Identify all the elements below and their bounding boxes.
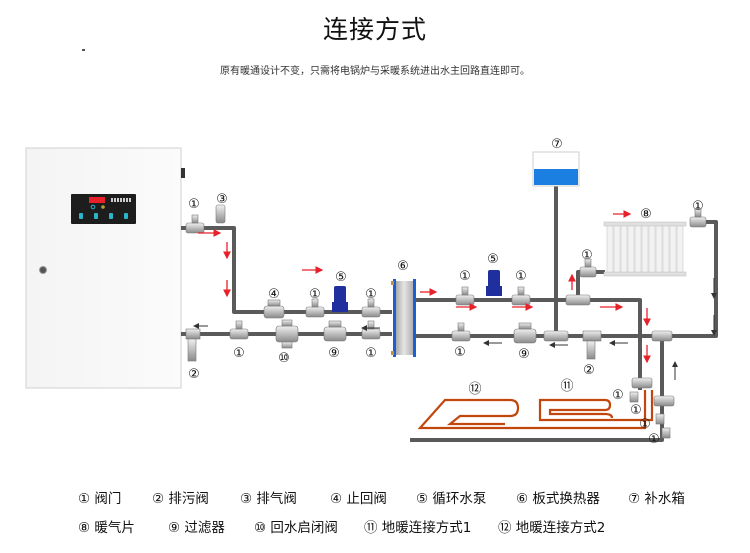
panel-button	[94, 213, 98, 219]
callout: ⑦	[551, 137, 563, 152]
tank-water-level	[534, 169, 578, 185]
callout: ①	[612, 388, 624, 403]
filter-icon	[323, 320, 347, 342]
callout: ①	[365, 287, 377, 302]
callout: ⑤	[487, 252, 499, 267]
callout: ①	[309, 287, 321, 302]
valve-icon	[305, 298, 325, 318]
flow-arrows-black	[193, 278, 717, 380]
valve-icon	[451, 322, 471, 342]
legend-item-heat-exchanger: ⑥ 板式换热器	[516, 491, 600, 507]
callout: ①	[515, 269, 527, 284]
temperature-display	[89, 197, 105, 203]
pump-icon	[332, 286, 348, 312]
valve-icon	[185, 214, 205, 234]
callout: ⑩	[278, 351, 290, 366]
valve-icon	[361, 298, 381, 318]
valve-icon	[229, 320, 249, 340]
callout: ①	[692, 199, 704, 214]
callout: ①	[454, 345, 466, 360]
circulation-pumps	[332, 270, 502, 312]
valves	[185, 204, 707, 439]
manifold-icon	[631, 377, 653, 389]
drain-valve-icon	[185, 328, 201, 362]
valve-icon	[579, 258, 597, 278]
tee-fitting-icon	[651, 330, 673, 342]
door-lock-icon	[39, 266, 47, 274]
panel-button	[79, 213, 83, 219]
tee-fitting-icon	[543, 330, 569, 342]
valve-icon	[661, 427, 671, 439]
panel-button	[109, 213, 113, 219]
legend-item-drain-valve: ② 排污阀	[152, 491, 209, 507]
callout: ⑤	[335, 270, 347, 285]
valve-icon	[455, 286, 475, 306]
legend-item-return-valve: ⑩ 回水启闭阀	[254, 520, 338, 536]
callout: ②	[188, 367, 200, 382]
return-valve-icon	[275, 319, 299, 349]
air-vent-icon	[215, 204, 226, 224]
callout: ⑧	[640, 207, 652, 222]
radiator	[603, 221, 687, 277]
valve-icon	[361, 320, 381, 340]
legend-item-radiator: ⑧ 暖气片	[78, 520, 135, 536]
callout: ②	[583, 363, 595, 378]
legend-item-floor-heating-2: ⑫ 地暖连接方式2	[498, 520, 606, 536]
legend-item-pump: ⑤ 循环水泵	[416, 491, 487, 507]
page-title: 连接方式	[322, 15, 427, 44]
drain-valve-icon	[582, 330, 602, 360]
callout: ①	[630, 403, 642, 418]
pump-icon	[486, 270, 502, 296]
legend-item-valve: ① 阀门	[78, 491, 122, 507]
manifold-icon	[653, 395, 675, 407]
callout: ①	[365, 346, 377, 361]
callout: ①	[459, 269, 471, 284]
panel-button	[124, 213, 128, 219]
plate-heat-exchanger	[391, 279, 416, 357]
legend-item-floor-heating-1: ⑪ 地暖连接方式1	[364, 520, 472, 536]
page-subtitle: 原有暖通设计不变，只需将电锅炉与采暖系统进出水主回路直连即可。	[220, 66, 530, 77]
callout: ③	[216, 192, 228, 207]
callout: ①	[581, 248, 593, 263]
makeup-water-tank	[532, 151, 580, 187]
control-panel	[71, 194, 136, 224]
legend-item-check-valve: ④ 止回阀	[330, 491, 387, 507]
electric-boiler	[25, 147, 185, 389]
callout: ⑨	[518, 347, 530, 362]
callout: ①	[639, 417, 651, 432]
callout: ⑨	[328, 346, 340, 361]
legend-item-tank: ⑦ 补水箱	[628, 491, 685, 507]
callout: ①	[188, 197, 200, 212]
callout: ④	[268, 287, 280, 302]
callout: ①	[648, 432, 660, 447]
decorative-dot	[82, 49, 85, 51]
legend-item-filter: ⑨ 过滤器	[168, 520, 225, 536]
flow-arrows-red	[198, 210, 651, 364]
callout: ⑥	[397, 259, 409, 274]
valve-icon	[629, 391, 639, 403]
tee-fitting-icon	[565, 294, 591, 306]
valve-icon	[511, 286, 531, 306]
filter-icon	[513, 322, 537, 344]
valve-icon	[655, 413, 665, 425]
floor-heating-loops	[417, 390, 654, 430]
check-valve-icon	[263, 299, 285, 319]
callout: ⑫	[468, 382, 481, 397]
legend-item-air-vent: ③ 排气阀	[240, 491, 297, 507]
callout-labels: ① ③ ② ④ ① ⑤ ① ① ⑩ ⑨ ① ⑥ ① ⑤ ① ① ⑨ ⑦ ⑧ ① …	[188, 137, 704, 447]
callout: ①	[233, 346, 245, 361]
valve-icon	[689, 208, 707, 228]
callout: ⑪	[560, 379, 573, 394]
